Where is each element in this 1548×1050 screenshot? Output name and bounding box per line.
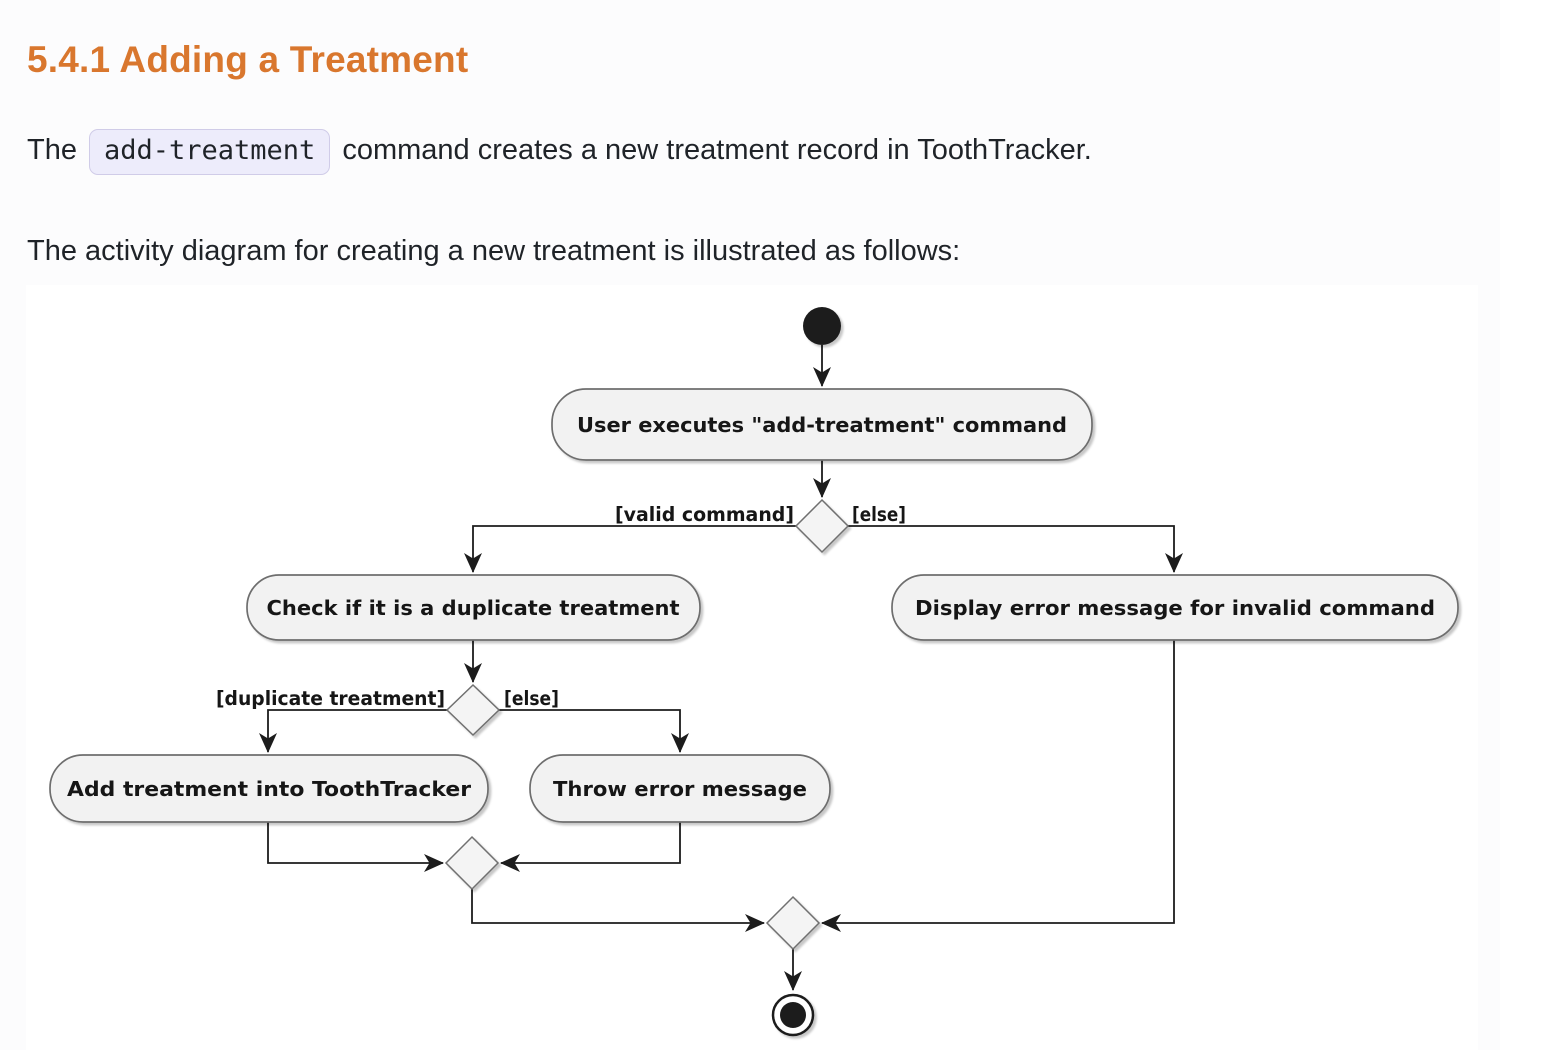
guard-valid-else: [else] <box>852 503 906 526</box>
activity-check-duplicate <box>246 574 701 641</box>
merge-node-2 <box>765 895 821 951</box>
section-heading: 5.4.1 Adding a Treatment <box>27 38 469 80</box>
intro-text-after: command creates a new treatment record i… <box>342 134 1092 166</box>
label-display-error: Display error message for invalid comman… <box>915 596 1435 620</box>
label-throw-error: Throw error message <box>553 777 807 801</box>
activity-display-error-invalid <box>891 574 1459 641</box>
edge-display-to-merge2 <box>821 640 1175 932</box>
activity-diagram: User executes "add-treatment" command Ch… <box>26 285 1478 1050</box>
diagram-guard-labels: [valid command] [else] [duplicate treatm… <box>216 503 906 710</box>
guard-valid-command: [valid command] <box>615 503 794 526</box>
intro-text-before: The <box>27 134 77 166</box>
decision-valid-command <box>794 498 850 554</box>
initial-state-node <box>803 307 841 345</box>
diagram-caption: The activity diagram for creating a new … <box>27 235 961 267</box>
label-check-duplicate: Check if it is a duplicate treatment <box>267 596 680 620</box>
edge-duplicate-branch <box>259 709 447 753</box>
diagram-edges <box>259 345 1183 991</box>
edge-valid-branch <box>464 525 796 573</box>
activity-add-treatment <box>49 754 489 823</box>
scrollbar-gutter <box>1500 0 1548 1050</box>
inline-code-add-treatment: add-treatment <box>88 129 331 175</box>
edge-duplicate-else-branch <box>499 709 689 753</box>
label-execute-command: User executes "add-treatment" command <box>577 413 1067 437</box>
guard-duplicate-treatment: [duplicate treatment] <box>216 687 445 710</box>
decision-duplicate-treatment <box>445 683 501 737</box>
label-add-treatment: Add treatment into ToothTracker <box>67 777 472 801</box>
diagram-nodes <box>49 307 1459 1037</box>
merge-node-1 <box>444 835 500 891</box>
intro-paragraph: The add-treatment command creates a new … <box>27 129 1092 175</box>
activity-execute-command <box>551 388 1093 461</box>
edge-merge1-to-merge2 <box>471 889 765 932</box>
edge-throw-to-merge1 <box>500 822 681 872</box>
activity-diagram-svg: User executes "add-treatment" command Ch… <box>49 307 1459 1037</box>
edge-else-branch <box>848 525 1183 573</box>
activity-throw-error <box>529 754 831 823</box>
guard-duplicate-else: [else] <box>504 687 559 710</box>
diagram-node-labels: User executes "add-treatment" command Ch… <box>67 413 1435 801</box>
final-state-inner-dot <box>780 1002 806 1028</box>
edge-add-to-merge1 <box>267 822 444 872</box>
